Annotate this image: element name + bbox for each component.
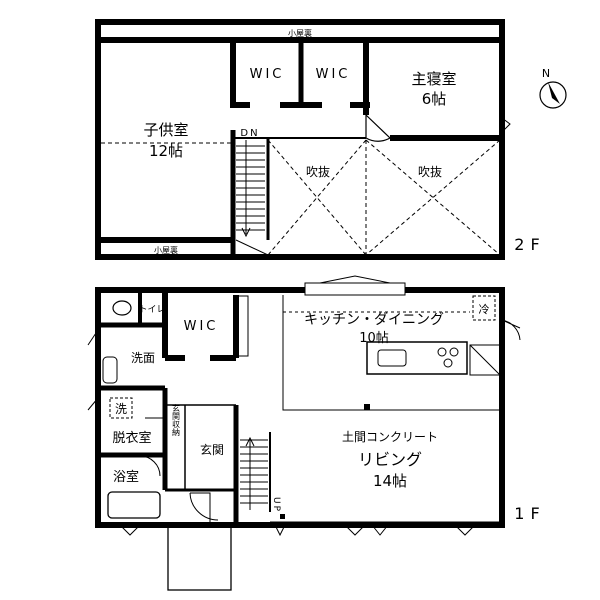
washer-label: 洗 [115,402,127,416]
dressing-label: 脱衣室 [112,430,151,446]
washer-box [109,397,133,419]
kitchen-dining-size: 10帖 [359,331,389,346]
dressing-door [139,417,165,477]
living-size: 14帖 [373,472,407,490]
exterior-door-2f [501,117,511,133]
toilet-fixture [112,300,132,316]
wic-1f-shelf [237,295,249,357]
wic-1f-label: WIC [184,319,219,334]
sliding-windows-bottom [270,521,500,537]
bathtub [107,491,161,519]
floor-1-plan: トイレ WIC キッチン・ダイニング 10帖 冷 洗面 洗 脱衣室 玄関収納 玄… [87,275,545,591]
master-door [365,113,391,142]
compass-north-label: N [542,67,550,80]
fridge-label: 冷 [479,303,490,316]
master-size: 6帖 [422,90,447,108]
stair-arrowhead-1f [245,436,255,447]
stair-treads-1f [240,439,268,504]
stair-arrowhead-2f [241,227,251,238]
compass-north-icon: N [539,67,567,109]
floor-2-plan: 小屋裏 小屋裏 子供室 12帖 WIC WIC 主寝室 6帖 吹抜 吹抜 DN … [95,19,545,260]
washbasin [102,356,118,384]
washroom-door [87,329,99,411]
wic-label-2: WIC [316,67,351,82]
column-mark [364,404,370,410]
washroom-label: 洗面 [131,351,155,365]
kitchen-counter [366,341,468,375]
bath-window [119,524,141,536]
kitchen-back-unit [469,344,501,376]
entrance-storage-label: 玄関収納 [172,403,181,437]
void-label-1: 吹抜 [306,165,330,179]
kitchen-dining-name: キッチン・ダイニング [304,312,444,328]
entrance-label: 玄関 [200,442,224,457]
window-top-1f [304,282,406,296]
column-mark-2 [280,514,285,519]
stove-burners-icon [437,347,459,368]
stair-up-label: UP [271,497,281,513]
entrance-steps [167,524,232,591]
earth-floor-label: 土間コンクリート [342,430,438,444]
kitchen-area-outline [282,295,500,411]
kids-room-size: 12帖 [149,142,183,160]
attic-top-label: 小屋裏 [288,28,312,38]
living-name: リビング [358,450,422,469]
master-name: 主寝室 [411,70,456,88]
bath-label: 浴室 [113,469,139,485]
toilet-label: トイレ [138,305,165,315]
attic-bottom-label: 小屋裏 [154,245,178,255]
kids-room-name: 子供室 [143,121,188,139]
stair-treads-2f [235,145,269,256]
floor-1-label: 1F [514,504,545,523]
kitchen-exterior-door [501,319,521,341]
floor-2-label: 2F [514,235,545,254]
entrance-door [189,492,219,522]
void-label-2: 吹抜 [418,165,442,179]
kitchen-sink [377,349,407,367]
stair-dn-label: DN [240,128,259,139]
fridge-box [472,295,496,321]
void-dashed-lines [267,139,501,256]
wic-label-1: WIC [250,67,285,82]
